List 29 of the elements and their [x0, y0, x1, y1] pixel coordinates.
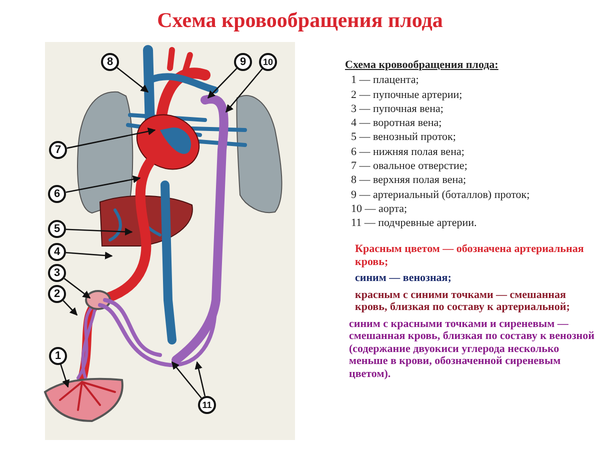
leader-line	[66, 252, 113, 260]
key-item: 6 — нижняя полая вена;	[350, 144, 466, 160]
key-item: 10 — аорта;	[350, 202, 408, 216]
leader-line	[66, 228, 133, 236]
key-item: 5 — венозный проток;	[350, 130, 457, 145]
leader-line	[207, 68, 238, 99]
key-item: 9 — артериальный (боталлов) проток;	[350, 188, 531, 202]
key-item: 1 — плацента;	[350, 73, 420, 88]
color-note: Красным цветом — обозначена артериальная кровь;	[355, 243, 585, 268]
leader-line	[194, 361, 206, 396]
leader-line	[226, 68, 263, 113]
color-note: синим с красными точками и сиреневым — смешанная кровь, близкая по составу к венозной (содержание двуокиси углерода несколько меньше в крови, обозначенной сиреневым цветом).	[349, 318, 596, 380]
leader-line	[172, 361, 202, 398]
leader-line	[66, 128, 156, 149]
key-item: 4 — воротная вена;	[350, 116, 443, 130]
key-item: 3 — пупочная вена;	[350, 102, 444, 116]
key-item: 8 — верхняя полая вена;	[350, 173, 468, 188]
leader-line	[60, 364, 70, 388]
leader-line	[62, 300, 78, 316]
leader-line	[64, 278, 91, 299]
key-item: 11 — подчревные артерии.	[350, 216, 478, 231]
color-note: красным с синими точками — смешанная кровь, близкая по составу к артериальной;	[355, 288, 571, 314]
color-note: синим — венозная;	[355, 272, 452, 284]
key-heading: Схема кровообращения плода:	[345, 58, 500, 72]
title: Схема кровообращения плода	[156, 8, 444, 33]
leader-line	[116, 67, 149, 92]
key-item: 7 — овальное отверстие;	[350, 159, 468, 174]
leader-line	[66, 176, 141, 193]
key-item: 2 — пупочные артерии;	[350, 88, 464, 102]
